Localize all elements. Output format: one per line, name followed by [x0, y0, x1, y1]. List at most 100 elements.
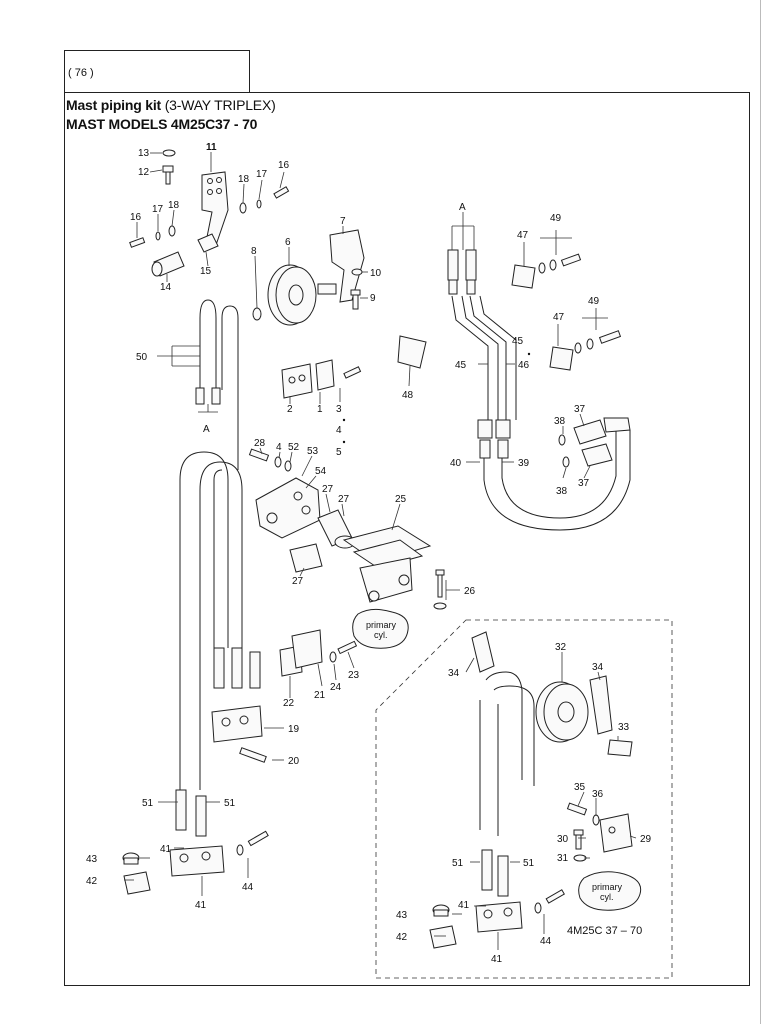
label-27-middle: 27 [338, 494, 350, 505]
label-10: 10 [370, 268, 382, 279]
label-17-left: 17 [152, 204, 164, 215]
bracket-11 [201, 171, 229, 246]
label-33: 33 [618, 722, 630, 733]
label-43-inset: 43 [396, 910, 408, 921]
bracket-29 [599, 813, 633, 853]
label-41-inset-upper: 41 [458, 900, 470, 911]
ring-17-right [256, 199, 262, 209]
label-42-left: 42 [86, 876, 98, 887]
label-51-inset-a: 51 [452, 858, 464, 869]
label-34-left: 34 [448, 668, 460, 679]
sheave-32 [535, 681, 589, 743]
label-14: 14 [160, 282, 172, 293]
washer-24 [329, 651, 337, 663]
label-16-right: 16 [278, 160, 290, 171]
label-16-left: 16 [130, 212, 142, 223]
block-41-left [169, 845, 225, 877]
plate-47-lower [549, 346, 574, 371]
washers-4-52 [274, 456, 292, 472]
label-3: 3 [336, 404, 342, 415]
label-13: 13 [138, 148, 150, 159]
label-25: 25 [395, 494, 407, 505]
label-41-left-lower: 41 [195, 900, 207, 911]
label-43-left: 43 [86, 854, 98, 865]
page-title: Mast piping kit (3-WAY TRIPLEX) [66, 97, 276, 113]
clamp-2 [281, 363, 313, 399]
inset-boundary [375, 619, 673, 979]
label-40: 40 [450, 458, 462, 469]
bracket-1 [315, 359, 335, 391]
label-model-code: 4M25C 37 – 70 [567, 925, 642, 937]
diagram-frame [64, 92, 750, 986]
ring-17-left [155, 231, 161, 241]
bolt-20 [239, 747, 267, 763]
bracket-7 [317, 229, 365, 303]
title-main: Mast piping kit [66, 97, 162, 113]
label-26: 26 [464, 586, 476, 597]
label-30: 30 [557, 834, 569, 845]
bolt-28 [248, 448, 270, 462]
washer-18-left [168, 225, 176, 237]
label-primary-2: primary [592, 882, 623, 892]
bolt-30 [573, 829, 584, 850]
pin-33 [607, 739, 633, 757]
label-51-left-b: 51 [224, 798, 236, 809]
label-7: 7 [340, 216, 346, 227]
label-46: 46 [518, 360, 530, 371]
elbow-42-inset [429, 925, 457, 949]
elbow-42-left [123, 871, 151, 895]
cap-43-left [122, 852, 140, 865]
page-number-tab: ( 76 ) [64, 50, 250, 92]
label-31: 31 [557, 853, 569, 864]
label-45-left: 45 [455, 360, 467, 371]
label-23: 23 [348, 670, 360, 681]
label-35: 35 [574, 782, 586, 793]
label-38-lower: 38 [556, 486, 568, 497]
label-cyl-1: cyl. [374, 630, 388, 640]
bolt-16-right [273, 186, 290, 199]
bolt-35 [566, 802, 588, 816]
label-44-left: 44 [242, 882, 254, 893]
label-15: 15 [200, 266, 212, 277]
label-42-inset: 42 [396, 932, 408, 943]
label-36: 36 [592, 789, 604, 800]
block-41-inset [475, 901, 523, 933]
separator-dots [342, 352, 531, 444]
washer-10 [351, 268, 363, 276]
clip-34-left [471, 631, 495, 673]
orings-38 [558, 434, 570, 468]
washer-18-right [239, 202, 247, 214]
sheave-6 [267, 264, 317, 326]
label-41-inset-lower: 41 [491, 954, 503, 965]
hose-ends-lower [213, 647, 261, 689]
bolt-44-inset [534, 889, 565, 914]
bolts-49-upper [538, 253, 582, 274]
label-54: 54 [315, 466, 327, 477]
label-11: 11 [206, 142, 217, 153]
label-18-right: 18 [238, 174, 250, 185]
page-subtitle: MAST MODELS 4M25C37 - 70 [66, 116, 258, 132]
label-53: 53 [307, 446, 319, 457]
label-45-right: 45 [512, 336, 524, 347]
label-12: 12 [138, 167, 150, 178]
block-19 [211, 705, 263, 743]
couplers-lower [477, 419, 511, 459]
label-19: 19 [288, 724, 300, 735]
hose-39-40 [483, 430, 631, 531]
label-21: 21 [314, 690, 326, 701]
label-28: 28 [254, 438, 266, 449]
label-39: 39 [518, 458, 530, 469]
bolt-23 [337, 640, 358, 655]
cap-43-inset [432, 904, 450, 917]
bolt-3 [343, 366, 362, 379]
bolt-44-left [236, 830, 269, 856]
label-32: 32 [555, 642, 567, 653]
label-49-upper: 49 [550, 213, 562, 224]
fittings-37 [573, 417, 631, 467]
label-4-upper: 4 [336, 425, 342, 436]
label-49-lower: 49 [588, 296, 600, 307]
label-47-upper: 47 [517, 230, 529, 241]
label-34-right: 34 [592, 662, 604, 673]
label-1: 1 [317, 404, 323, 415]
